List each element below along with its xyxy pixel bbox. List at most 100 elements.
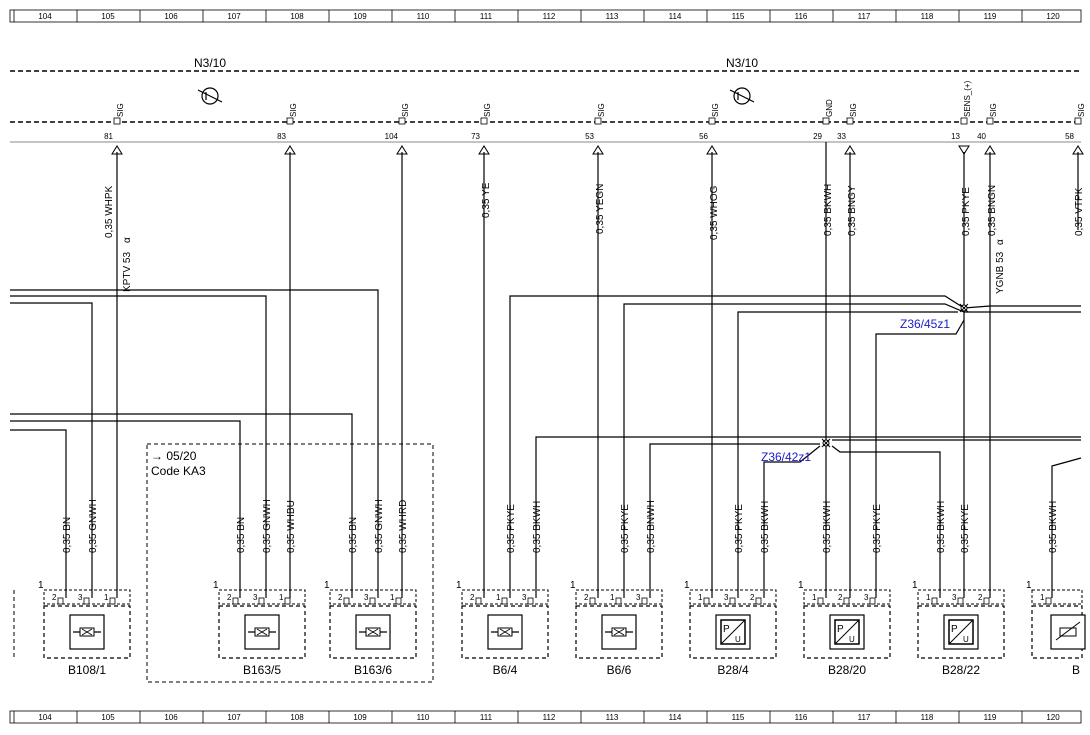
twisted-symbol: α (122, 237, 133, 243)
wire-label: 0,35 BN (62, 517, 73, 553)
variant-box (146, 443, 434, 683)
ruler-cell-label: 113 (606, 713, 619, 722)
ruler-cell-label: 114 (669, 713, 682, 722)
ruler-cell-label: 109 (353, 713, 367, 722)
pin-signal-name: SIG (597, 103, 606, 117)
component-label: B28/20 (828, 663, 866, 677)
module-label-1: N3/10 (194, 56, 226, 70)
ruler-cell-label: 104 (38, 713, 52, 722)
sensor-letter: U (735, 635, 741, 644)
connector-pin-number: 3 (636, 593, 641, 602)
connector-pin-number: 2 (338, 593, 343, 602)
component-label: B108/1 (68, 663, 106, 677)
ruler-cell-label: 117 (858, 12, 871, 21)
connector-pin-number: 3 (364, 593, 369, 602)
component-label: B (1072, 663, 1080, 677)
component-housing (917, 605, 1005, 659)
wire-label: 0,35 YEGN (595, 184, 606, 234)
ruler-cell-label: 106 (164, 12, 178, 21)
module-icon (197, 87, 223, 105)
pin-signal-name: SIG (1077, 103, 1086, 117)
ruler-cell-label: 105 (101, 12, 115, 21)
connector-pin-one-label: 1 (213, 580, 219, 591)
component-housing (689, 605, 777, 659)
sensor-element-icon (244, 614, 280, 650)
wire-label: 0,35 BNWH (646, 500, 657, 553)
ruler-cell-label: 120 (1046, 713, 1060, 722)
connector-pin (258, 597, 265, 605)
wire-label: 0,35 BNGY (847, 185, 858, 236)
twisted-symbol: α (995, 239, 1006, 245)
sensor-letter: P (723, 624, 730, 635)
connector-pin-number: 1 (279, 593, 284, 602)
connector-pin (931, 597, 938, 605)
ruler-cell-label: 106 (164, 713, 178, 722)
ruler-cell-label: 108 (290, 12, 304, 21)
vertical-wires (116, 142, 1079, 598)
wire-label: 0,35 BKWH (532, 501, 543, 553)
pressure-sensor-icon: PU (943, 614, 979, 650)
connector-pin (284, 597, 291, 605)
connector-pin (869, 597, 876, 605)
ruler-cell-label: 117 (858, 713, 871, 722)
pin-signal-name: SENS_(+) (963, 80, 972, 117)
wire-label: 0,35 GNWH (374, 499, 385, 553)
wire-label: 0,35 PKYE (960, 504, 971, 553)
ruler-cell-label: 113 (606, 12, 619, 21)
ruler-cell-label: 108 (290, 713, 304, 722)
ruler-cell-label: 105 (101, 713, 115, 722)
connector-pin-number: 2 (978, 593, 983, 602)
pin-number: 56 (699, 132, 708, 141)
ruler-cell-label: 120 (1046, 12, 1060, 21)
connector-pin-one-label: 1 (684, 580, 690, 591)
connector-pin (729, 597, 736, 605)
connector-pin (369, 597, 376, 605)
connector-pin-one-label: 1 (456, 580, 462, 591)
ruler-cell-label: 111 (480, 12, 493, 21)
pin-number: 81 (104, 132, 113, 141)
wire-label: 0,35 BNGN (987, 185, 998, 236)
ruler-cell-label: 119 (984, 713, 997, 722)
wire-label: 0,35 PKYE (961, 187, 972, 236)
ruler-cell-label: 107 (227, 713, 241, 722)
twisted-wire-label: KPTV 53 (122, 252, 133, 292)
connector-pin (817, 597, 824, 605)
connector-pin (57, 597, 64, 605)
connector-pin-number: 1 (496, 593, 501, 602)
connector-pin (109, 597, 116, 605)
component-label: B6/4 (493, 663, 518, 677)
pin-signal-name: SIG (289, 103, 298, 117)
connector-pin (703, 597, 710, 605)
ruler-cell-label: 109 (353, 12, 367, 21)
wire-label: 0,35 WHBU (286, 500, 297, 553)
wire-label: 0,35 GNWH (88, 499, 99, 553)
module-label-2: N3/10 (726, 56, 758, 70)
wire-label: 0,35 BKWH (823, 184, 834, 236)
connector-pin-number: 3 (724, 593, 729, 602)
connector-pin-number: 1 (610, 593, 615, 602)
component-housing (803, 605, 891, 659)
connector-pin-number: 1 (698, 593, 703, 602)
pin-number: 33 (837, 132, 846, 141)
ruler-cell-label: 119 (984, 12, 997, 21)
twisted-wire-label: YGNB 53 (995, 251, 1006, 294)
connector-pin-number: 2 (52, 593, 57, 602)
pin-number: 104 (385, 132, 399, 141)
connector-pin (843, 597, 850, 605)
connector-pin-one-label: 1 (1026, 580, 1032, 591)
ruler-cell-label: 115 (732, 713, 745, 722)
wire-label: 0,35 YE (481, 182, 492, 218)
pressure-sensor-icon: PU (829, 614, 865, 650)
connector-pin (983, 597, 990, 605)
connector-pin-number: 1 (1040, 593, 1045, 602)
component-housing (1031, 605, 1083, 659)
